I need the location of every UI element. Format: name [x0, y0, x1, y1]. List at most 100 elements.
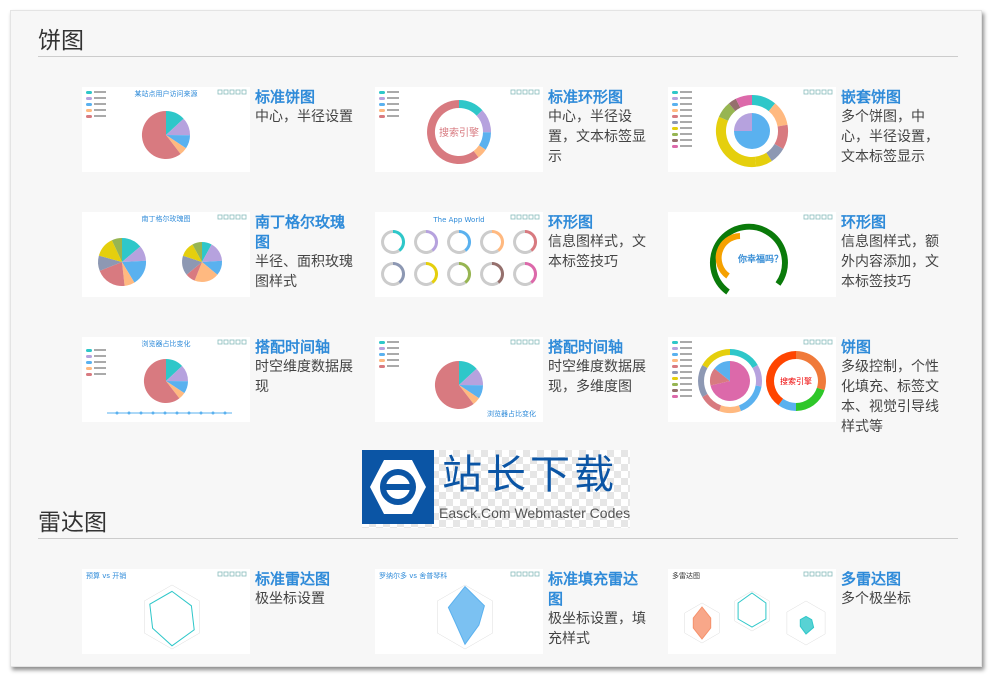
chart-example-card[interactable]: 浏览器占比变化 搭配时间轴 时空维度数据展现: [82, 337, 367, 447]
card-description: 半径、面积玫瑰图样式: [255, 254, 353, 290]
chart-example-card[interactable]: 多雷达图 多雷达图 多个极坐标: [668, 569, 953, 679]
slice: [426, 261, 439, 284]
card-title-link[interactable]: 搭配时间轴: [255, 338, 331, 356]
chart-thumbnail[interactable]: 南丁格尔玫瑰图: [82, 212, 250, 297]
legend-swatch: [672, 127, 678, 130]
chart-thumbnail[interactable]: 罗纳尔多 vs 舍普琴科: [375, 569, 543, 654]
legend-swatch: [86, 103, 92, 106]
chart-example-card[interactable]: The App World 环形图 信息图样式，文本标签技巧: [375, 212, 660, 322]
chart-example-card[interactable]: 罗纳尔多 vs 舍普琴科 标准填充雷达图 极坐标设置，填充样式: [375, 569, 660, 679]
chart-thumbnail[interactable]: [668, 87, 836, 172]
card-title-link[interactable]: 饼图: [841, 338, 872, 356]
legend-label-bar: [387, 359, 399, 361]
card-title-link[interactable]: 搭配时间轴: [548, 338, 624, 356]
slice: [202, 260, 223, 275]
chart-thumbnail-graphic: 浏览器占比变化: [379, 339, 540, 418]
thumbnail-title: 某站点用户访问来源: [135, 89, 198, 98]
card-description: 时空维度数据展现: [255, 359, 353, 395]
card-description: 中心，半径设置，文本标签显示: [548, 109, 646, 165]
card-info: 环形图 信息图样式，文本标签技巧: [548, 212, 646, 272]
legend-swatch: [672, 139, 678, 142]
card-title-link[interactable]: 南丁格尔玫瑰图: [255, 213, 346, 251]
slice: [480, 230, 500, 254]
chart-example-card[interactable]: 预算 vs 开销 标准雷达图 极坐标设置: [82, 569, 367, 679]
card-title-link[interactable]: 标准雷达图: [255, 570, 331, 588]
slice: [714, 361, 730, 381]
slice: [480, 262, 500, 286]
chart-thumbnail[interactable]: 浏览器占比变化: [82, 337, 250, 422]
slice: [122, 246, 146, 262]
card-title-link[interactable]: 多雷达图: [841, 570, 902, 588]
card-title-link[interactable]: 标准填充雷达图: [548, 570, 639, 608]
card-title-link[interactable]: 标准环形图: [548, 88, 624, 106]
chart-thumbnail[interactable]: 你幸福吗？: [668, 212, 836, 297]
section-title: 饼图: [38, 28, 84, 54]
chart-thumbnail[interactable]: 搜索引擎: [668, 337, 836, 422]
legend-label-bar: [680, 341, 692, 343]
chart-thumbnail[interactable]: The App World: [375, 212, 543, 297]
card-title-link[interactable]: 嵌套饼图: [841, 88, 902, 106]
legend-label-bar: [94, 373, 106, 375]
card-title-link[interactable]: 环形图: [548, 213, 594, 231]
card-title-link[interactable]: 环形图: [841, 213, 887, 231]
legend-label-bar: [94, 115, 106, 117]
slice: [492, 261, 505, 284]
chart-example-card[interactable]: 搜索引擎 饼图 多级控制，个性化填充、标签文本、视觉引导线样式等: [668, 337, 953, 447]
thumbnail-title: 多雷达图: [672, 571, 700, 580]
legend-swatch: [379, 347, 385, 350]
legend-label-bar: [680, 359, 692, 361]
slice: [459, 100, 483, 116]
legend-label-bar: [680, 115, 692, 117]
legend-swatch: [86, 115, 92, 118]
chart-thumbnail[interactable]: 浏览器占比变化: [375, 337, 543, 422]
legend-swatch: [379, 109, 385, 112]
legend-swatch: [672, 371, 678, 374]
card-info: 多雷达图 多个极坐标: [841, 569, 939, 609]
chart-thumbnail-graphic: 搜索引擎: [379, 89, 540, 164]
slice: [122, 262, 135, 286]
legend-swatch: [672, 359, 678, 362]
slice: [186, 262, 202, 281]
chart-thumbnail[interactable]: 搜索引擎: [375, 87, 543, 172]
slice: [796, 387, 825, 411]
chart-thumbnail[interactable]: 多雷达图: [668, 569, 836, 654]
legend-swatch: [86, 355, 92, 358]
card-info: 搭配时间轴 时空维度数据展现，多维度图: [548, 337, 646, 397]
slice: [381, 230, 401, 254]
chart-example-card[interactable]: 你幸福吗？ 环形图 信息图样式，额外内容添加，文本标签技巧: [668, 212, 953, 322]
slice: [427, 100, 479, 164]
slice: [98, 255, 122, 271]
watermark-subtext: Easck.Com Webmaster Codes: [439, 505, 631, 521]
chart-thumbnail-graphic: The App World: [381, 214, 540, 286]
legend-swatch: [672, 115, 678, 118]
chart-example-card[interactable]: 某站点用户访问来源 标准饼图 中心，半径设置: [82, 87, 367, 197]
chart-thumbnail[interactable]: 某站点用户访问来源: [82, 87, 250, 172]
slice: [393, 261, 406, 284]
card-description: 极坐标设置: [255, 591, 325, 607]
chart-example-card[interactable]: 搜索引擎 标准环形图 中心，半径设置，文本标签显示: [375, 87, 660, 197]
chart-thumbnail-graphic: [672, 89, 833, 168]
chart-thumbnail[interactable]: 预算 vs 开销: [82, 569, 250, 654]
chart-thumbnail-graphic: 多雷达图: [672, 571, 833, 646]
slice: [166, 381, 185, 399]
legend-swatch: [672, 389, 678, 392]
card-description: 多个饼图，中心，半径设置，文本标签显示: [841, 109, 939, 165]
thumbnail-toolbar-icons: [217, 571, 247, 577]
gallery-panel: 饼图某站点用户访问来源 标准饼图 中心，半径设置 搜索引擎 标准环形图 中心，半…: [10, 10, 982, 667]
slice: [143, 358, 180, 403]
legend-swatch: [379, 365, 385, 368]
chart-example-card[interactable]: 嵌套饼图 多个饼图，中心，半径设置，文本标签显示: [668, 87, 953, 197]
chart-example-card[interactable]: 南丁格尔玫瑰图 南丁格尔玫瑰图 半径、面积玫瑰图样式: [82, 212, 367, 322]
legend-label-bar: [680, 139, 692, 141]
legend-swatch: [672, 341, 678, 344]
legend-swatch: [672, 91, 678, 94]
legend-swatch: [379, 341, 385, 344]
card-title-link[interactable]: 标准饼图: [255, 88, 316, 106]
card-info: 环形图 信息图样式，额外内容添加，文本标签技巧: [841, 212, 939, 292]
slice: [194, 262, 218, 282]
legend-swatch: [379, 353, 385, 356]
card-info: 南丁格尔玫瑰图 半径、面积玫瑰图样式: [255, 212, 353, 292]
chart-example-card[interactable]: 浏览器占比变化 搭配时间轴 时空维度数据展现，多维度图: [375, 337, 660, 447]
slice: [459, 361, 477, 385]
slice: [719, 405, 741, 414]
